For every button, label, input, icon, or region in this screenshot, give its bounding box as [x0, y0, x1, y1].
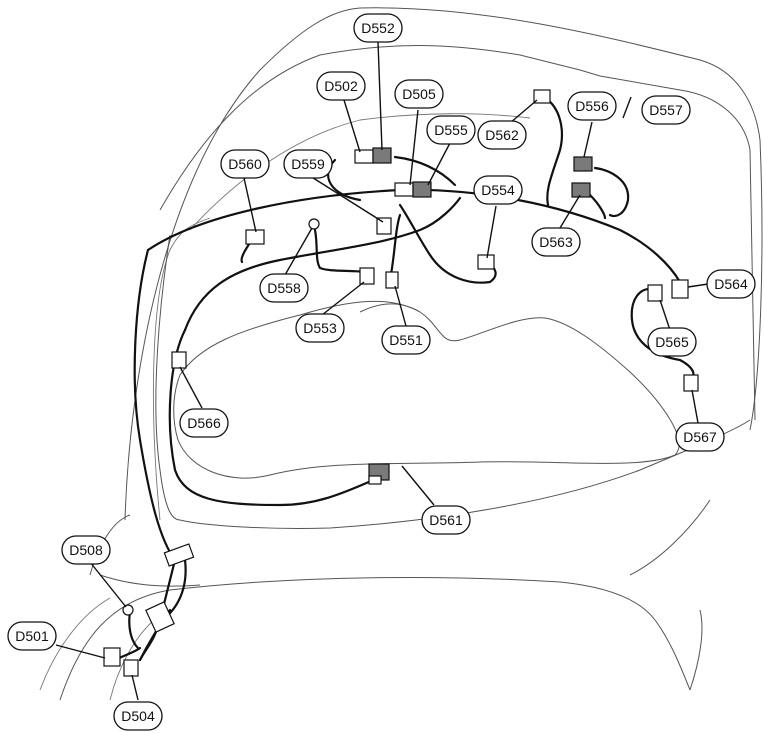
svg-text:D561: D561: [429, 512, 463, 528]
leader-lines: [55, 41, 709, 701]
svg-text:D566: D566: [187, 415, 221, 431]
connector-d559-body: [376, 217, 392, 235]
connector-d565-body: [647, 284, 663, 302]
connector-d563-body: [571, 182, 591, 198]
label-d559: D559: [283, 149, 333, 179]
svg-text:D564: D564: [714, 276, 748, 292]
svg-text:D565: D565: [655, 334, 689, 350]
label-d551: D551: [381, 325, 431, 355]
svg-text:D555: D555: [434, 122, 468, 138]
svg-text:D553: D553: [303, 320, 337, 336]
connector-d560-body: [245, 229, 265, 245]
label-d502: D502: [316, 71, 366, 101]
label-d508: D508: [61, 535, 111, 565]
body-outline: [39, 7, 763, 701]
label-d558: D558: [259, 273, 309, 303]
svg-text:D508: D508: [69, 542, 103, 558]
connector-d554-body: [477, 254, 495, 270]
svg-text:D504: D504: [121, 708, 155, 724]
connector-d501-body: [103, 647, 121, 667]
label-d552: D552: [353, 13, 403, 43]
label-d555: D555: [426, 115, 476, 145]
label-d565: D565: [647, 327, 697, 357]
svg-text:D559: D559: [291, 156, 325, 172]
svg-text:D552: D552: [361, 20, 395, 36]
svg-text:D557: D557: [649, 102, 683, 118]
svg-text:D551: D551: [389, 332, 423, 348]
svg-text:D563: D563: [539, 234, 573, 250]
label-d560: D560: [220, 149, 270, 179]
svg-text:D501: D501: [15, 628, 49, 644]
connector-d505-body: [394, 181, 432, 198]
label-d562: D562: [477, 120, 527, 150]
label-d563: D563: [531, 227, 581, 257]
label-d557: D557: [641, 95, 691, 125]
grommet-upper: [163, 543, 195, 567]
connector-d552-body: [354, 147, 392, 164]
svg-text:D556: D556: [575, 98, 609, 114]
connector-d556-body: [573, 156, 593, 172]
labels: D552 D502 D505 D555 D562 D556 D557 D560 …: [7, 13, 756, 731]
svg-text:D554: D554: [481, 182, 515, 198]
connector-symbols: [103, 89, 699, 677]
connector-d561-body: [368, 463, 390, 485]
svg-text:D558: D558: [267, 280, 301, 296]
connector-d508-body: [122, 604, 134, 616]
label-d501: D501: [7, 621, 57, 651]
connector-d567-body: [683, 374, 699, 392]
svg-text:D560: D560: [228, 156, 262, 172]
connector-d551-body: [385, 271, 399, 289]
label-d553: D553: [295, 313, 345, 343]
connector-d553-body: [359, 267, 375, 285]
svg-text:D505: D505: [402, 86, 436, 102]
connector-d504-body: [123, 659, 139, 677]
svg-text:D567: D567: [683, 429, 717, 445]
label-d566: D566: [179, 408, 229, 438]
label-d567: D567: [675, 422, 725, 452]
svg-text:D502: D502: [324, 78, 358, 94]
connector-d566-body: [171, 351, 187, 369]
connector-d564-body: [671, 279, 689, 299]
label-d561: D561: [421, 505, 471, 535]
label-d556: D556: [567, 91, 617, 121]
label-d564: D564: [706, 269, 756, 299]
connector-d562-body: [533, 89, 551, 104]
connector-d558-body: [308, 218, 320, 230]
grommet-lower: [145, 601, 175, 633]
label-d504: D504: [113, 701, 163, 731]
label-d554: D554: [473, 175, 523, 205]
label-d505: D505: [394, 79, 444, 109]
svg-text:D562: D562: [485, 127, 519, 143]
